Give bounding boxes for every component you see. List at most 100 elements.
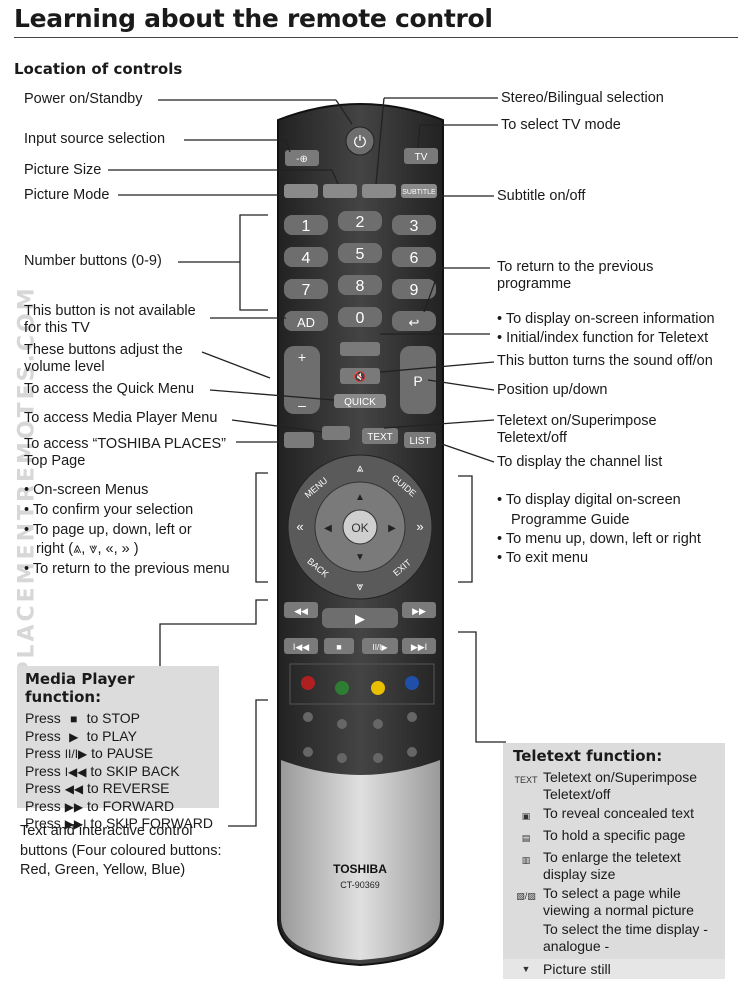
label-number-buttons: Number buttons (0-9) <box>24 253 162 269</box>
svg-text:TEXT: TEXT <box>367 432 393 443</box>
svg-text:-⊕: -⊕ <box>296 154 308 165</box>
list-button <box>404 432 436 448</box>
text-icon: TEXT <box>514 775 538 785</box>
svg-text:▶: ▶ <box>355 611 365 626</box>
mute-button <box>340 368 380 384</box>
pause-button <box>362 638 398 654</box>
media-player-function-panel: Media Player function: Press ■ to STOP P… <box>17 666 219 831</box>
stop-icon: ■ <box>70 712 78 726</box>
key-ad: AD <box>297 315 315 330</box>
tv-button-label: TV <box>415 152 428 163</box>
rewind-button <box>284 602 318 618</box>
label-nav-1: • On-screen Menus <box>24 482 149 498</box>
skip-back-button <box>284 638 318 654</box>
label-guide-4: • To exit menu <box>497 550 589 566</box>
label-not-available: This button is not available for this TV <box>24 303 196 336</box>
svg-text:◀◀: ◀◀ <box>294 606 308 616</box>
tt-row: ▣To reveal concealed text <box>509 805 719 825</box>
svg-text:▶▶: ▶▶ <box>412 606 426 616</box>
svg-text:I◀◀: I◀◀ <box>293 642 309 652</box>
svg-text:▶▶I: ▶▶I <box>411 642 427 652</box>
label-stereo: Stereo/Bilingual selection <box>501 90 664 106</box>
key-8: 8 <box>356 278 365 295</box>
svg-text:TOSHIBA: TOSHIBA <box>333 862 387 876</box>
input-button <box>285 150 319 166</box>
places-button <box>284 432 314 448</box>
label-guide-1: • To display digital on-screen <box>497 492 681 508</box>
label-nav-4: right (⩓, ⩔, «, » ) <box>36 541 139 557</box>
label-position: Position up/down <box>497 382 608 398</box>
label-onscreen-info: • To display on-screen information <box>497 311 715 327</box>
key-1: 1 <box>302 218 311 235</box>
label-tv-mode: To select TV mode <box>501 117 621 133</box>
tt-row: ▥To enlarge the teletext display size <box>509 849 719 883</box>
label-volume: These buttons adjust the volume level <box>24 342 183 375</box>
play-icon: ▶ <box>69 729 79 744</box>
reverse-icon: ◀◀ <box>64 782 84 796</box>
skip-forward-button <box>402 638 436 654</box>
stop-button <box>324 638 354 654</box>
svg-text:LIST: LIST <box>409 436 430 447</box>
label-picture-mode: Picture Mode <box>24 187 110 203</box>
picture-size-button <box>323 184 357 198</box>
key-4: 4 <box>302 250 311 267</box>
mp-row-pause: Press II/I▶ to PAUSE <box>25 745 154 761</box>
key-9: 9 <box>410 282 419 299</box>
number-pad: 1 2 3 4 5 6 7 8 9 AD 0 ↩ <box>284 211 436 331</box>
forward-icon: ▶▶ <box>64 799 84 814</box>
page-title: Learning about the remote control <box>14 4 493 33</box>
label-input-source: Input source selection <box>24 131 166 147</box>
svg-text:▼: ▼ <box>355 552 365 563</box>
key-0: 0 <box>356 310 365 327</box>
label-teletext: Teletext on/Superimpose Teletext/off <box>497 413 657 446</box>
key-7: 7 <box>302 282 311 299</box>
svg-text:P: P <box>413 373 422 389</box>
label-channel-list: To display the channel list <box>497 454 663 470</box>
page-select-icon: ▧/▨ <box>516 891 536 901</box>
skip-back-icon: I◀◀ <box>64 764 87 779</box>
text-button <box>362 428 398 444</box>
tt-row: To select the time display - analogue - <box>543 921 708 954</box>
media-player-title: Media Player function: <box>25 670 135 706</box>
svg-text:■: ■ <box>336 642 341 652</box>
remote-bottom-silver <box>281 760 440 960</box>
key-5: 5 <box>356 246 365 263</box>
title-divider <box>14 37 738 38</box>
key-6: 6 <box>410 250 419 267</box>
stereo-button <box>362 184 396 198</box>
svg-text:+: + <box>298 349 306 365</box>
label-picture-size: Picture Size <box>24 162 102 178</box>
label-previous-programme: To return to the previous programme <box>497 259 654 292</box>
svg-text:OK: OK <box>351 521 368 535</box>
green-button <box>335 681 349 695</box>
label-nav-3: • To page up, down, left or <box>24 522 192 538</box>
svg-text:»: » <box>416 519 423 534</box>
play-button <box>322 608 398 628</box>
svg-text:QUICK: QUICK <box>344 397 376 408</box>
quick-button <box>334 394 386 408</box>
key-return-icon: ↩ <box>409 315 420 330</box>
picture-mode-button <box>284 184 318 198</box>
svg-text:▶: ▶ <box>388 523 396 534</box>
label-guide-3: • To menu up, down, left or right <box>497 531 701 547</box>
teletext-title: Teletext function: <box>513 747 663 765</box>
subtitle-button <box>401 184 437 198</box>
label-nav-5: • To return to the previous menu <box>24 561 230 577</box>
ok-button <box>342 509 378 545</box>
program-rocker <box>400 346 436 414</box>
yellow-button <box>371 681 385 695</box>
tt-row: ▧/▨To select a page while viewing a norm… <box>509 885 719 919</box>
label-toshiba-places: To access “TOSHIBA PLACES” Top Page <box>24 436 226 469</box>
forward-button <box>402 602 436 618</box>
mp-row-forward: Press ▶▶ to FORWARD <box>25 797 175 814</box>
key-2: 2 <box>356 214 365 231</box>
tt-row: ▤To hold a specific page <box>509 827 719 847</box>
picture-still-row: ▼Picture still <box>503 959 725 979</box>
svg-text:II/I▶: II/I▶ <box>372 643 388 652</box>
label-media-player-menu: To access Media Player Menu <box>24 410 218 426</box>
red-button <box>301 676 315 690</box>
key-3: 3 <box>410 218 419 235</box>
svg-text:⩓: ⩓ <box>357 461 364 475</box>
